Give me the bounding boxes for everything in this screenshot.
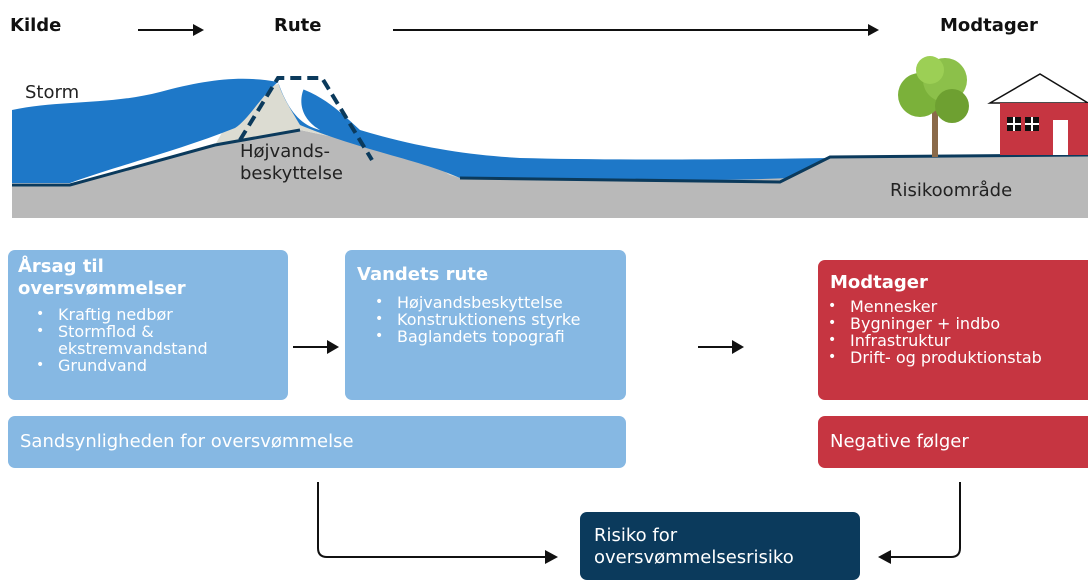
protection-label-1: Højvands- (240, 141, 330, 162)
connector-left-arrowhead (545, 550, 558, 564)
receiver-item: Drift- og produktionstab (828, 349, 1076, 366)
receiver-title: Modtager (830, 272, 928, 293)
connector-left (317, 482, 548, 558)
cause-title-1: Årsag til (18, 256, 104, 277)
connector-right-arrowhead (878, 550, 891, 564)
cause-item-continued: ekstremvandstand (58, 339, 208, 358)
receiver-box: Modtager Mennesker Bygninger + indbo Inf… (818, 260, 1088, 400)
flood-scene-illustration (12, 56, 1088, 218)
arrow-route-to-receiver (698, 340, 744, 354)
cause-item: Kraftig nedbør (36, 306, 278, 323)
tree-trunk (932, 110, 938, 157)
header-modtager: Modtager (940, 15, 1038, 36)
connector-right (888, 482, 961, 558)
overflow-water (278, 82, 830, 181)
cause-box: Årsag til oversvømmelser Kraftig nedbør … (8, 250, 288, 400)
arrow-kilde-to-rute (138, 24, 204, 36)
risk-area-label: Risikoområde (890, 180, 1013, 201)
route-item: Konstruktionens styrke (375, 311, 614, 328)
ground-outline (12, 128, 1088, 187)
consequences-box: Negative følger (818, 416, 1088, 468)
arrow-cause-to-route (293, 340, 339, 354)
storm-water (12, 78, 278, 183)
ground (12, 130, 1088, 218)
receiver-item: Bygninger + indbo (828, 315, 1076, 332)
receiver-item: Infrastruktur (828, 332, 1076, 349)
arrow-rute-to-modtager (393, 24, 879, 36)
route-item: Højvandsbeskyttelse (375, 294, 614, 311)
house-door (1053, 120, 1068, 155)
route-item: Baglandets topografi (375, 328, 614, 345)
protection-dashed (238, 76, 374, 162)
cause-title-2: oversvømmelser (18, 278, 186, 299)
protection-label-2: beskyttelse (240, 163, 343, 184)
risk-line-1: Risiko for (594, 525, 678, 546)
risk-line-2: oversvømmelsesrisiko (594, 547, 794, 568)
header-kilde: Kilde (10, 15, 62, 36)
probability-box: Sandsynligheden for oversvømmelse (8, 416, 626, 468)
receiver-item: Mennesker (828, 298, 1076, 315)
header-rute: Rute (274, 15, 322, 36)
route-list: Højvandsbeskyttelse Konstruktionens styr… (357, 294, 614, 345)
cause-list: Kraftig nedbør Stormflod & ekstremvandst… (18, 306, 278, 374)
route-title: Vandets rute (357, 264, 489, 285)
wave-crest (278, 78, 320, 130)
cause-item: Stormflod & (36, 323, 278, 340)
storm-label: Storm (25, 82, 80, 103)
risk-box: Risiko for oversvømmelsesrisiko (580, 512, 860, 580)
receiver-list: Mennesker Bygninger + indbo Infrastruktu… (828, 298, 1076, 366)
route-box: Vandets rute Højvandsbeskyttelse Konstru… (345, 250, 626, 400)
cause-item: Grundvand (36, 357, 278, 374)
